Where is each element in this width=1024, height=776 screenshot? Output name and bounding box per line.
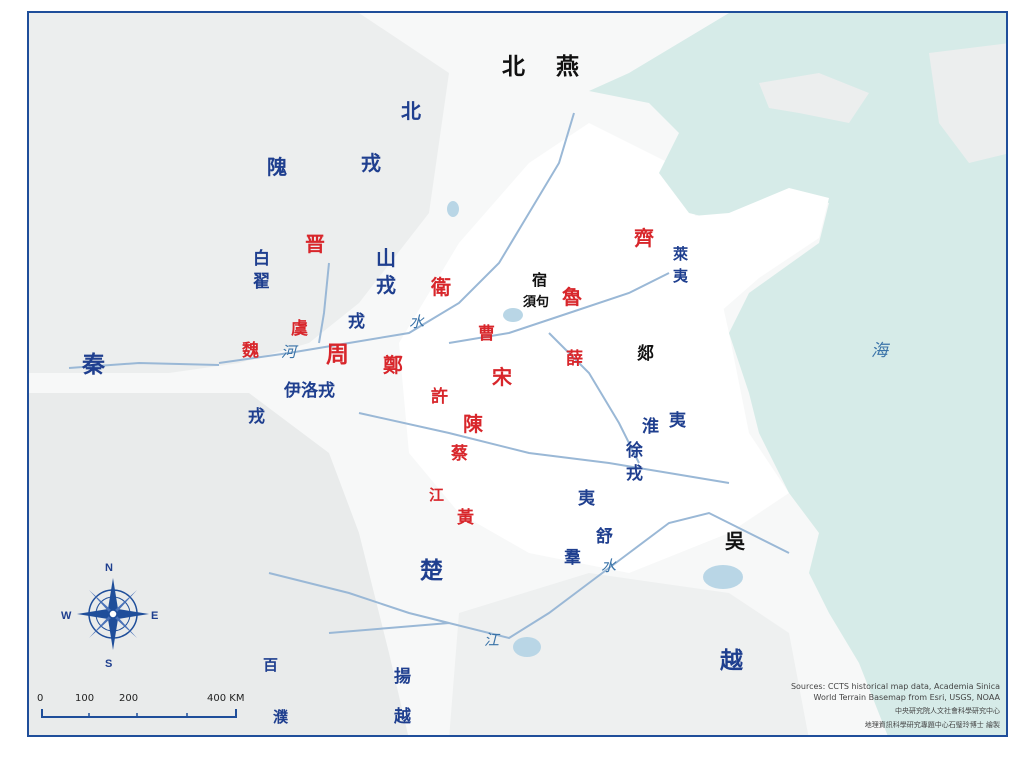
- credit-basemap: World Terrain Basemap from Esri, USGS, N…: [813, 693, 1000, 702]
- label-cao: 曹: [478, 324, 495, 344]
- daye-lake: [503, 308, 523, 322]
- rivers: [68, 112, 790, 640]
- label-yan: 燕: [556, 53, 579, 80]
- scale-tick-200: 200: [119, 693, 139, 704]
- label-qin: 秦: [82, 351, 105, 378]
- compass-north: N: [105, 562, 113, 574]
- han-river: [268, 572, 450, 624]
- label-yi-huai: 夷: [669, 411, 686, 431]
- si-river: [548, 332, 640, 464]
- credit-institute: 中央研究院人文社會科學研究中心: [895, 707, 1000, 715]
- label-yue: 越: [720, 647, 743, 674]
- label-water-shui: 水: [409, 313, 425, 331]
- label-di: 翟: [253, 272, 270, 292]
- label-huang: 黃: [457, 508, 474, 528]
- label-xue: 薛: [566, 349, 583, 369]
- label-pu: 濮: [273, 708, 289, 726]
- label-shanrong: 戎: [376, 273, 396, 297]
- label-zhou: 周: [326, 341, 349, 368]
- huai-river: [358, 412, 730, 484]
- wei-river: [68, 361, 220, 369]
- label-north-yan: 北: [502, 53, 525, 80]
- yellow-river: [218, 112, 575, 364]
- scale-tick-100: 100: [75, 693, 95, 704]
- label-north-rong: 北: [401, 99, 421, 123]
- label-water-he: 河: [281, 343, 297, 361]
- north-lake: [447, 201, 459, 217]
- label-shu: 舒: [596, 527, 613, 547]
- label-gui: 隗: [267, 155, 287, 179]
- label-yu: 虞: [291, 319, 308, 339]
- compass-rose: N S E W: [61, 562, 161, 670]
- map-basemap: [29, 13, 1006, 735]
- label-rong-north: 戎: [361, 151, 381, 175]
- yangtze-river: [328, 511, 790, 640]
- label-cai: 蔡: [451, 444, 468, 464]
- label-water-shui2: 水: [601, 557, 617, 575]
- map-credits: Sources: CCTS historical map data, Acade…: [791, 681, 1000, 731]
- label-huai: 淮: [642, 417, 659, 437]
- label-xu-state: 許: [431, 387, 448, 407]
- ji-river: [448, 272, 670, 344]
- label-tan: 郯: [637, 344, 654, 364]
- label-song: 宋: [492, 365, 512, 389]
- label-yiluorong: 伊洛戎: [284, 381, 335, 401]
- label-xugou: 須句: [523, 295, 550, 310]
- label-lai: 萊: [673, 245, 689, 263]
- compass-east: E: [151, 610, 159, 622]
- label-yang: 揚: [394, 667, 411, 687]
- compass-west: W: [61, 610, 72, 622]
- taihu-lake: [703, 565, 743, 589]
- credit-sources: Sources: CCTS historical map data, Acade…: [790, 682, 1000, 691]
- scale-tick-0: 0: [37, 693, 44, 704]
- label-zheng: 鄭: [383, 353, 403, 377]
- label-rong-sw: 戎: [248, 407, 265, 427]
- label-bai-pu: 百: [263, 656, 279, 674]
- label-wei-state: 衛: [431, 275, 451, 299]
- label-xu-rong: 徐: [626, 441, 643, 461]
- label-yue-yang: 越: [394, 707, 411, 727]
- label-qun: 羣: [564, 548, 581, 568]
- label-rong-mid: 戎: [348, 312, 365, 332]
- label-yi-lai: 夷: [673, 267, 689, 285]
- label-bai: 白: [253, 249, 270, 269]
- label-chu: 楚: [420, 557, 443, 584]
- dongting-lake: [513, 637, 541, 657]
- label-yi-south: 夷: [578, 489, 595, 509]
- scale-bar: 0 100 200 400 KM: [37, 693, 247, 723]
- label-su: 宿: [532, 271, 548, 289]
- label-wu: 吳: [725, 529, 745, 553]
- scale-bar-line: [41, 709, 237, 718]
- credit-author: 地理資訊科學研究專題中心石璧玲博士 繪製: [864, 721, 1000, 729]
- western-mountains: [29, 13, 449, 373]
- label-jiang: 江: [429, 486, 445, 504]
- compass-south: S: [105, 658, 113, 670]
- label-jin: 晋: [305, 232, 325, 256]
- label-water-jiang: 江: [484, 631, 500, 649]
- label-shan: 山: [376, 246, 396, 270]
- label-chen: 陳: [463, 412, 483, 436]
- korea-land: [929, 43, 1006, 163]
- compass-star-icon: [77, 578, 149, 650]
- liaodong-peninsula: [759, 73, 869, 123]
- label-xu-rong2: 戎: [626, 464, 643, 484]
- label-wei-west: 魏: [242, 341, 259, 361]
- shandong-peninsula: [669, 188, 829, 323]
- fen-river: [318, 262, 330, 344]
- label-qi: 齊: [634, 226, 654, 250]
- bohai-yellow-sea: [589, 13, 1006, 735]
- south-hills: [449, 573, 809, 735]
- label-lu: 魯: [562, 285, 582, 309]
- scale-tick-400: 400 KM: [207, 693, 245, 704]
- map-frame: 北 燕 北 隗 戎 晋 山 戎 白 翟 衛 齊 萊 夷 宿 須句 魯 曹 戎 虞…: [27, 11, 1008, 737]
- southwest-mountains: [29, 393, 409, 735]
- label-water-hai: 海: [871, 341, 888, 361]
